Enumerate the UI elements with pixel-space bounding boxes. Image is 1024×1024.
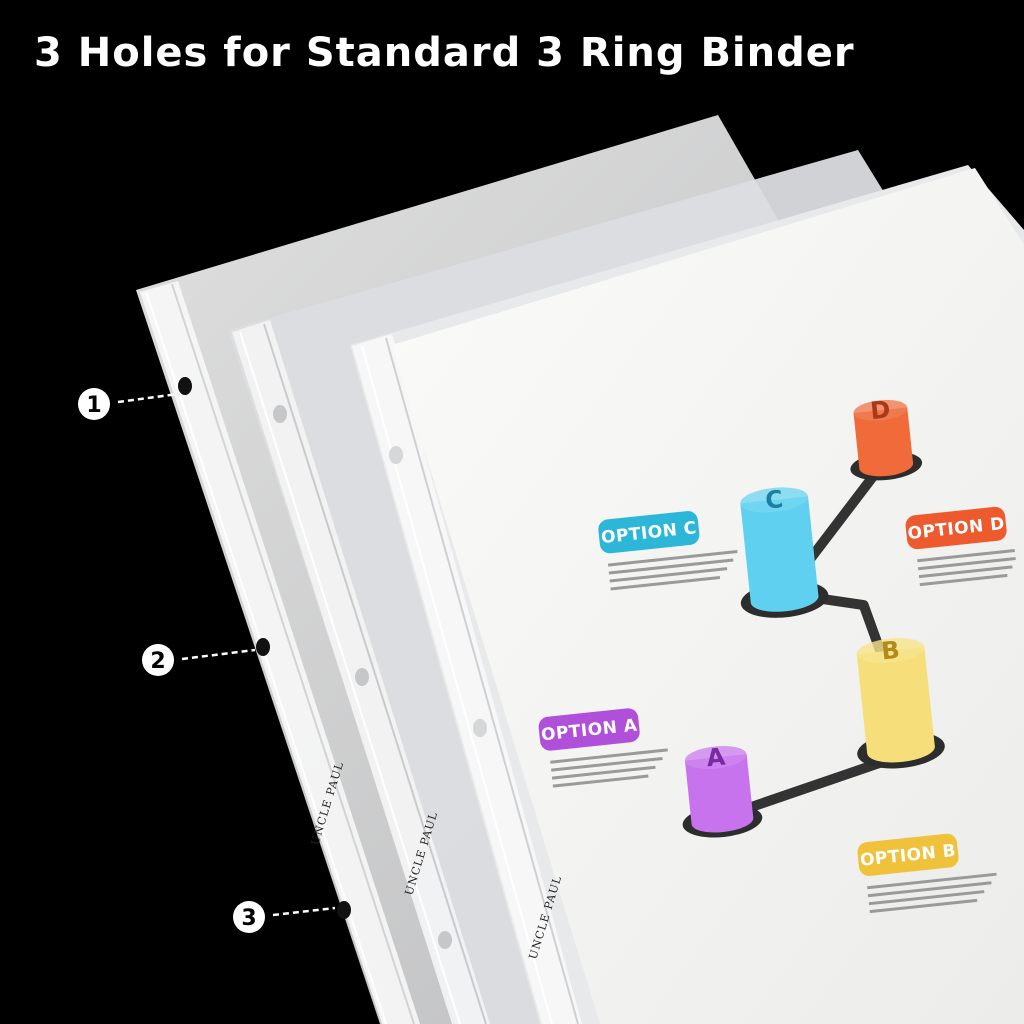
hole-callout-2: 2 [142, 644, 256, 676]
cylinder-d: D [850, 395, 923, 481]
hole-callout-1: 1 [78, 388, 179, 420]
svg-text:D: D [869, 395, 892, 425]
hole-back-2 [256, 638, 270, 656]
option-a-badge [538, 708, 640, 751]
svg-text:C: C [764, 485, 784, 515]
cylinder-b: B [856, 636, 945, 769]
hole-back-1 [178, 377, 192, 395]
svg-text:A: A [705, 742, 727, 772]
binder-holes [178, 377, 487, 949]
option-d-badge [905, 506, 1007, 550]
svg-text:3: 3 [241, 906, 256, 931]
option-b-badge [857, 833, 959, 876]
svg-text:1: 1 [86, 393, 101, 418]
svg-text:2: 2 [150, 649, 165, 674]
option-d-label: OPTION D [905, 506, 1016, 587]
paper-insert [392, 168, 1024, 1024]
cylinder-a: A [682, 742, 763, 838]
hole-back-3 [337, 901, 351, 919]
headline: 3 Holes for Standard 3 Ring Binder [34, 30, 855, 76]
hole-callout-3: 3 [233, 901, 336, 933]
option-a-label: OPTION A [538, 708, 668, 788]
option-b-label: OPTION B [857, 833, 997, 914]
option-c-badge [598, 511, 700, 554]
option-c-label: OPTION C [598, 511, 738, 591]
svg-text:B: B [880, 636, 901, 666]
infographic: OPTION C OPTION D OPTION A OPTION B [538, 395, 1016, 914]
cylinder-c: C [740, 485, 829, 618]
